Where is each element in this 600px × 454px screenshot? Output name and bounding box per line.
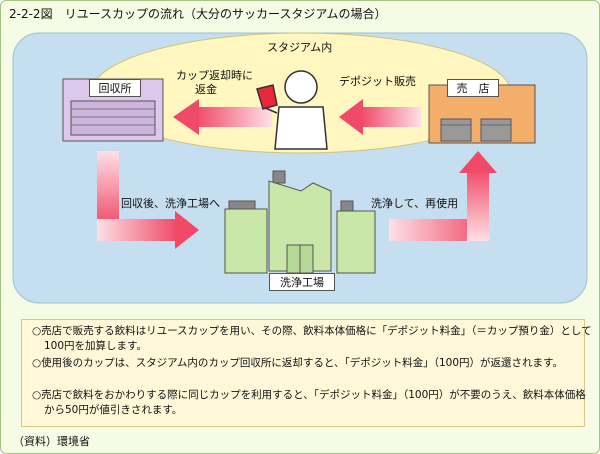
reuse-text: 洗浄して、再使用 bbox=[371, 197, 459, 210]
stadium-label: スタジアム内 bbox=[267, 41, 333, 54]
notes-box: ○売店で販売する飲料はリユースカップを用い、その際、飲料本体価格に「デポジット料… bbox=[21, 319, 592, 427]
note-1: ○売店で販売する飲料はリユースカップを用い、その際、飲料本体価格に「デポジット料… bbox=[32, 325, 592, 352]
return-station-label: 回収所 bbox=[89, 79, 141, 97]
arrow-right2-body bbox=[389, 219, 489, 241]
note-2: ○使用後のカップは、スタジアム内のカップ回収所に返却すると、「デポジット料金」（… bbox=[32, 357, 563, 369]
note-3: ○売店で飲料をおかわりする際に同じカップを利用すると、「デポジット料金」（100… bbox=[32, 389, 586, 416]
arrow-to-factory-icon bbox=[175, 211, 199, 249]
factory-label: 洗浄工場 bbox=[269, 273, 335, 291]
to-factory-text: 回収後、洗浄工場へ bbox=[121, 197, 220, 210]
person-with-cup-icon bbox=[256, 70, 328, 150]
arrow-from-shop-body bbox=[361, 107, 421, 127]
arrow-up-body bbox=[467, 169, 489, 241]
deposit-sale-text: デポジット販売 bbox=[339, 75, 416, 88]
cup-return-text-1: カップ返却時に bbox=[176, 69, 253, 82]
arrow-to-return-icon bbox=[173, 99, 199, 135]
arrow-from-shop-icon bbox=[339, 99, 363, 135]
arrow-down-body bbox=[97, 151, 119, 227]
arrow-to-shop-icon bbox=[459, 151, 497, 173]
arrow-to-return-body bbox=[196, 107, 272, 127]
factory-icon bbox=[224, 170, 376, 274]
shop-label: 売 店 bbox=[447, 79, 499, 97]
figure-title: 2-2-2図 リユースカップの流れ（大分のサッカースタジアムの場合） bbox=[9, 7, 387, 21]
arrow-right-body bbox=[97, 219, 177, 241]
cup-return-text-2: 返金 bbox=[195, 83, 217, 96]
source-note: （資料）環境省 bbox=[13, 435, 90, 448]
